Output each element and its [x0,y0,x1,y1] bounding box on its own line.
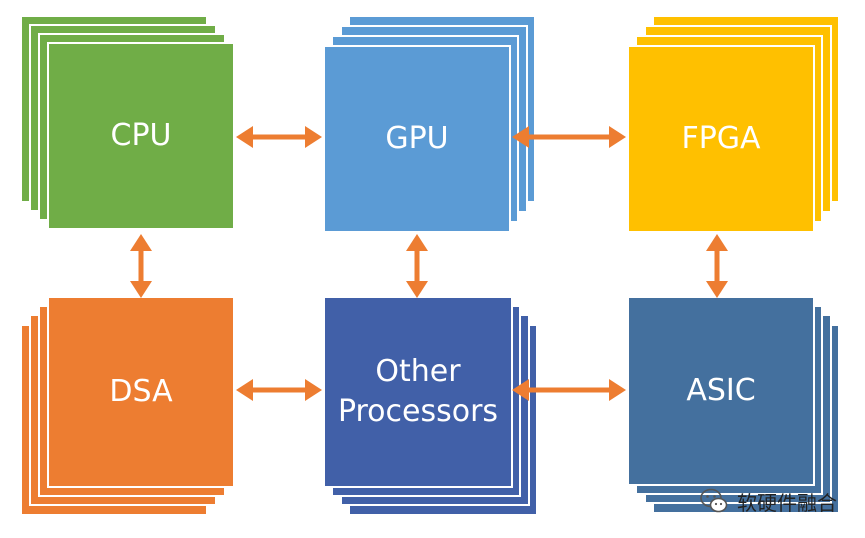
arrow-gpu-fpga [512,126,626,148]
gpu-box: GPU [323,45,511,233]
dsa-label: DSA [109,374,173,409]
cpu-box: CPU [47,42,235,230]
gpu-label: GPU [385,121,449,156]
arrow-cpu-dsa [130,234,152,298]
asic-label: ASIC [686,373,756,408]
fpga-box: FPGA [627,45,815,233]
dsa-box: DSA [47,296,235,488]
arrow-gpu-other [406,234,428,298]
other-processors-label: Other Processors [337,354,499,429]
watermark: 软硬件融合 [699,486,837,516]
cpu-label: CPU [110,118,172,153]
arrow-dsa-other [236,379,322,401]
arrow-other-asic [512,379,626,401]
watermark-text: 软硬件融合 [737,490,837,515]
arrow-fpga-asic [706,234,728,298]
arrow-cpu-gpu [236,126,322,148]
wechat-icon [700,488,728,513]
asic-box: ASIC [627,296,815,486]
other-processors-box: Other Processors [323,296,513,488]
fpga-label: FPGA [681,121,761,156]
